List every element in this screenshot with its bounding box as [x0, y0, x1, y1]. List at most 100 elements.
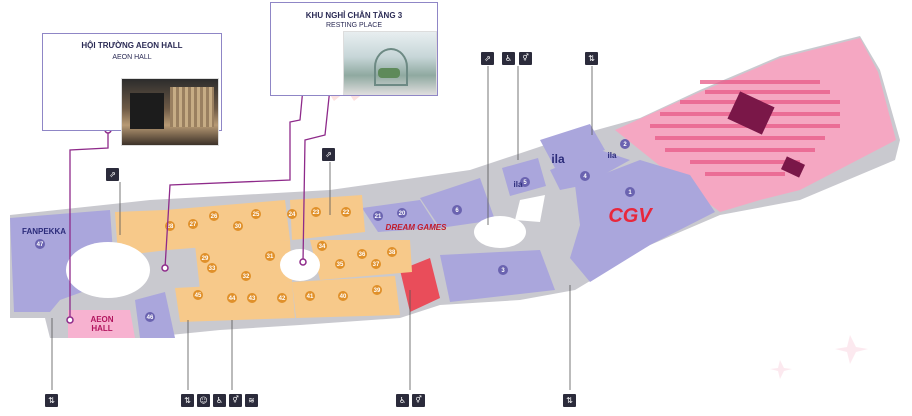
- store-block-a[interactable]: [115, 210, 168, 256]
- unit-39: 39: [372, 285, 382, 295]
- elevator-icon: ⇅: [181, 394, 194, 407]
- unit-25: 25: [251, 209, 261, 219]
- svg-text:20: 20: [399, 211, 406, 217]
- callout-resting-place: KHU NGHỈ CHÂN TẦNG 3 RESTING PLACE: [270, 2, 438, 96]
- unit-5: 5: [520, 177, 530, 187]
- svg-text:1: 1: [628, 190, 632, 196]
- unit-35: 35: [335, 259, 345, 269]
- label-aeon-hall-1: AEON: [90, 315, 113, 324]
- unit-1: 1: [625, 187, 635, 197]
- svg-text:41: 41: [307, 294, 314, 300]
- svg-text:31: 31: [267, 254, 274, 260]
- elevator-icon: ⇅: [45, 394, 58, 407]
- unit-46: 46: [145, 312, 155, 322]
- unit-36: 36: [357, 249, 367, 259]
- svg-text:24: 24: [289, 212, 296, 218]
- svg-text:45: 45: [195, 293, 202, 299]
- wheelchair-icon: ♿: [502, 52, 515, 65]
- unit-29: 29: [200, 253, 210, 263]
- label-cgv: CGV: [608, 205, 653, 227]
- label-ila-2: ila: [514, 180, 523, 189]
- label-aeon-hall-2: HALL: [91, 324, 112, 333]
- svg-text:29: 29: [202, 256, 209, 262]
- unit-45: 45: [193, 290, 203, 300]
- svg-text:30: 30: [235, 224, 242, 230]
- label-ila-1: ila: [551, 152, 565, 166]
- svg-text:38: 38: [389, 250, 396, 256]
- svg-text:3: 3: [501, 268, 505, 274]
- unit-2: 2: [620, 139, 630, 149]
- atrium-left: [66, 242, 150, 298]
- store-block-e[interactable]: [290, 195, 365, 240]
- unit-41: 41: [305, 291, 315, 301]
- void-corridor: [515, 195, 545, 222]
- facility-guide-lines: [51, 66, 593, 390]
- unit-4: 4: [580, 171, 590, 181]
- baby-care-icon: ☺: [197, 394, 210, 407]
- svg-text:4: 4: [583, 174, 587, 180]
- svg-text:40: 40: [340, 294, 347, 300]
- svg-text:42: 42: [279, 296, 286, 302]
- svg-text:2: 2: [623, 142, 627, 148]
- unit-31: 31: [265, 251, 275, 261]
- svg-text:39: 39: [374, 288, 381, 294]
- svg-text:46: 46: [147, 315, 154, 321]
- photo-arch: [374, 48, 408, 86]
- escalator-icon: ⇗: [481, 52, 494, 65]
- svg-text:34: 34: [319, 244, 326, 250]
- store-block-f[interactable]: [310, 240, 412, 280]
- unit-21: 21: [373, 211, 383, 221]
- label-dreamgames: DREAM GAMES: [386, 223, 448, 232]
- cgv-anchor[interactable]: [570, 160, 715, 282]
- unit-27: 27: [188, 219, 198, 229]
- callout-resting-title: KHU NGHỈ CHÂN TẦNG 3: [305, 11, 403, 20]
- callout-aeon-hall-subtitle: AEON HALL: [112, 54, 152, 61]
- atrium-right: [474, 216, 526, 248]
- svg-text:47: 47: [37, 242, 44, 248]
- unit-34: 34: [317, 241, 327, 251]
- wheelchair-icon: ♿: [396, 394, 409, 407]
- stores-left-cluster: [115, 195, 412, 322]
- resting-place-photo: [343, 31, 437, 95]
- unit-26: 26: [209, 211, 219, 221]
- callout-aeon-hall: HỘI TRƯỜNG AEON HALL AEON HALL: [42, 33, 222, 146]
- unit-33: 33: [207, 263, 217, 273]
- unit-6: 6: [452, 205, 462, 215]
- callout-aeon-hall-title: HỘI TRƯỜNG AEON HALL: [81, 41, 183, 50]
- anchor-ila-mid[interactable]: [502, 158, 546, 196]
- unit-42: 42: [277, 293, 287, 303]
- svg-text:37: 37: [373, 262, 380, 268]
- svg-text:5: 5: [523, 180, 527, 186]
- svg-text:43: 43: [249, 296, 256, 302]
- unit-47: 47: [35, 239, 45, 249]
- anchor-46[interactable]: [135, 292, 175, 338]
- svg-text:21: 21: [375, 214, 382, 220]
- photo-panels: [170, 87, 214, 127]
- unit-38: 38: [387, 247, 397, 257]
- restroom-icon: ⚥: [412, 394, 425, 407]
- svg-text:22: 22: [343, 210, 350, 216]
- svg-text:44: 44: [229, 296, 236, 302]
- cinema-screen: [727, 91, 775, 135]
- anchor-2[interactable]: [550, 150, 630, 190]
- svg-text:25: 25: [253, 212, 260, 218]
- callout-connectors: [69, 87, 331, 320]
- unit-23: 23: [311, 207, 321, 217]
- label-fanpekka: FANPEKKA: [22, 227, 66, 236]
- aeon-hall[interactable]: [68, 310, 135, 338]
- atrium-voids: [66, 195, 545, 298]
- escalator-icon: ⇗: [322, 148, 335, 161]
- anchor-ila-top[interactable]: [540, 124, 605, 168]
- smoking-icon: ≋: [245, 394, 258, 407]
- restroom-icon: ⚥: [229, 394, 242, 407]
- cinema-screen-small: [780, 156, 806, 178]
- unit-3: 3: [498, 265, 508, 275]
- photo-wall: [130, 93, 164, 129]
- unit-44: 44: [227, 293, 237, 303]
- elevator-icon: ⇅: [585, 52, 598, 65]
- anchor-6[interactable]: [420, 178, 495, 228]
- anchor-3[interactable]: [440, 250, 555, 302]
- unit-28: 28: [165, 221, 175, 231]
- svg-text:6: 6: [455, 208, 459, 214]
